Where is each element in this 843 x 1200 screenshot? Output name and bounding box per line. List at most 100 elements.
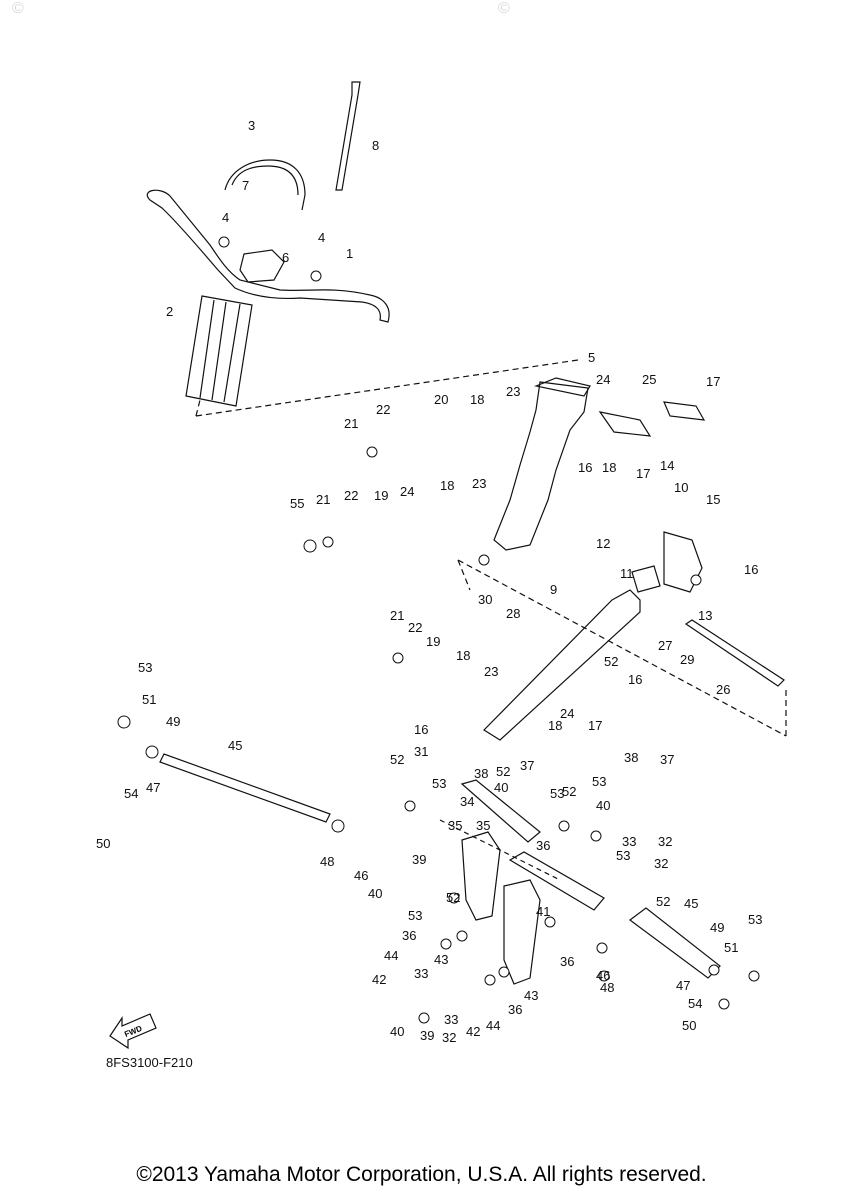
part-number-label: 43 <box>524 988 538 1003</box>
part-number-label: 32 <box>442 1030 456 1045</box>
bracket-25-part <box>598 411 652 437</box>
diagram-linework <box>146 81 787 985</box>
part-number-label: 18 <box>470 392 484 407</box>
tie-rod-left-part <box>159 753 331 823</box>
part-number-label: 5 <box>588 350 595 365</box>
part-number-label: 16 <box>578 460 592 475</box>
part-number-label: 19 <box>374 488 388 503</box>
part-number-label: 36 <box>402 928 416 943</box>
column-shaft-part <box>483 589 641 741</box>
part-number-label: 53 <box>550 786 564 801</box>
tie-rod-right-part <box>628 907 721 979</box>
part-number-label: 52 <box>390 752 404 767</box>
part-number-label: 48 <box>600 980 614 995</box>
part-number-label: 42 <box>372 972 386 987</box>
part-number-label: 52 <box>496 764 510 779</box>
part-number-label: 55 <box>290 496 304 511</box>
part-number-label: 52 <box>656 894 670 909</box>
part-number-label: 46 <box>596 968 610 983</box>
part-number-label: 52 <box>446 890 460 905</box>
holder-part <box>239 249 285 283</box>
part-number-label: 37 <box>660 752 674 767</box>
handle-pad-part <box>185 295 253 407</box>
part-number-label: 32 <box>654 856 668 871</box>
part-number-label: 23 <box>484 664 498 679</box>
fwd-arrow-icon: FWD <box>109 1013 157 1050</box>
part-number-label: 40 <box>390 1024 404 1039</box>
part-number-label: 23 <box>506 384 520 399</box>
part-number-label: 31 <box>414 744 428 759</box>
part-number-label: 11 <box>620 566 634 581</box>
bushing-part <box>631 565 661 593</box>
part-number-label: 17 <box>706 374 720 389</box>
part-number-label: 1 <box>346 246 353 261</box>
part-number-label: 35 <box>448 818 462 833</box>
part-number-label: 4 <box>222 210 229 225</box>
part-number-label: 26 <box>716 682 730 697</box>
hardware-nuts <box>117 236 760 1024</box>
part-number-label: 54 <box>124 786 138 801</box>
part-number-label: 36 <box>536 838 550 853</box>
part-number-label: 6 <box>282 250 289 265</box>
part-number-label: 17 <box>588 718 602 733</box>
part-number-label: 7 <box>242 178 249 193</box>
part-number-label: 53 <box>432 776 446 791</box>
part-number-label: 47 <box>676 978 690 993</box>
part-number-label: 21 <box>344 416 358 431</box>
part-number-label: 53 <box>748 912 762 927</box>
part-number-label: 25 <box>642 372 656 387</box>
part-number-label: 45 <box>228 738 242 753</box>
tie-rod-part <box>684 619 785 687</box>
part-number-label: 42 <box>466 1024 480 1039</box>
part-number-label: 53 <box>616 848 630 863</box>
part-number-label: 20 <box>434 392 448 407</box>
part-number-label: 37 <box>520 758 534 773</box>
part-number-label: 53 <box>592 774 606 789</box>
part-number-label: 40 <box>494 780 508 795</box>
part-number-label: 10 <box>674 480 688 495</box>
part-number-label: 27 <box>658 638 672 653</box>
part-number-label: 21 <box>316 492 330 507</box>
part-number-label: 39 <box>420 1028 434 1043</box>
part-number-label: 16 <box>414 722 428 737</box>
arm-right-part <box>503 879 541 985</box>
part-number-label: 15 <box>706 492 720 507</box>
part-number-label: 13 <box>698 608 712 623</box>
part-number-label: 48 <box>320 854 334 869</box>
part-number-label: 45 <box>684 896 698 911</box>
link-41-part <box>508 851 605 911</box>
part-number-label: 24 <box>560 706 574 721</box>
part-number-label: 36 <box>560 954 574 969</box>
part-number-label: 40 <box>596 798 610 813</box>
part-number-label: 9 <box>550 582 557 597</box>
part-number-label: 2 <box>166 304 173 319</box>
handlebar-part <box>146 189 390 323</box>
part-number-label: 35 <box>476 818 490 833</box>
part-number-label: 8 <box>372 138 379 153</box>
part-number-label: 40 <box>368 886 382 901</box>
part-number-label: 43 <box>434 952 448 967</box>
bracket-17-part <box>663 401 706 421</box>
part-number-label: 53 <box>408 908 422 923</box>
part-number-label: 33 <box>622 834 636 849</box>
part-number-label: 38 <box>474 766 488 781</box>
hose-part <box>224 159 306 211</box>
part-number-label: 3 <box>248 118 255 133</box>
part-number-label: 39 <box>412 852 426 867</box>
part-number-label: 47 <box>146 780 160 795</box>
part-number-label: 16 <box>628 672 642 687</box>
part-number-label: 16 <box>744 562 758 577</box>
part-number-label: 33 <box>414 966 428 981</box>
watermark-top-left: © <box>12 0 24 17</box>
part-number-label: 36 <box>508 1002 522 1017</box>
part-number-label: 18 <box>440 478 454 493</box>
part-number-label: 54 <box>688 996 702 1011</box>
part-number-label: 51 <box>142 692 156 707</box>
part-number-label: 14 <box>660 458 674 473</box>
part-number-label: 52 <box>604 654 618 669</box>
watermark-top-right: © <box>498 0 510 17</box>
part-number-label: 38 <box>624 750 638 765</box>
part-number-label: 12 <box>596 536 610 551</box>
copyright-footer: ©2013 Yamaha Motor Corporation, U.S.A. A… <box>136 1163 707 1186</box>
